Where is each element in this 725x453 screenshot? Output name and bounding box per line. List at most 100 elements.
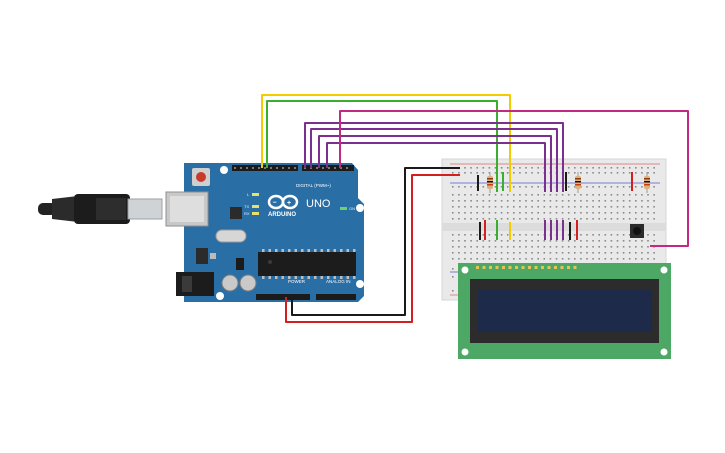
hole	[592, 206, 594, 208]
hole	[647, 172, 649, 174]
hole	[464, 186, 466, 188]
hole	[561, 218, 564, 220]
hole	[513, 186, 515, 188]
hole	[537, 240, 539, 242]
hole	[543, 206, 546, 208]
wire-purple-2[interactable]	[310, 128, 558, 192]
hole	[653, 252, 655, 254]
hole	[574, 167, 576, 169]
hole	[635, 258, 637, 260]
hole	[500, 212, 503, 214]
hole	[610, 212, 613, 214]
hole	[500, 246, 503, 248]
hole	[592, 172, 594, 174]
hole	[470, 194, 472, 196]
resistor[interactable]	[644, 172, 650, 193]
lcd-16x2-module[interactable]	[458, 263, 671, 359]
hole	[537, 194, 539, 196]
power-jack[interactable]	[176, 272, 214, 296]
hole	[500, 200, 503, 202]
mounting-hole	[356, 280, 364, 288]
hole	[521, 266, 525, 269]
hole	[288, 276, 291, 279]
wire-green[interactable]	[266, 100, 498, 192]
hole	[452, 172, 454, 174]
resistor[interactable]	[487, 173, 493, 193]
hole	[537, 172, 539, 174]
hole	[494, 172, 497, 174]
hole	[537, 186, 539, 188]
hole	[488, 218, 491, 220]
hole	[275, 276, 278, 279]
hole	[653, 186, 655, 188]
hole	[506, 234, 509, 236]
hole	[494, 234, 497, 236]
hole	[328, 167, 330, 169]
hole	[500, 186, 503, 188]
hole	[616, 200, 619, 202]
hole	[327, 276, 330, 279]
pushbutton[interactable]	[630, 224, 644, 238]
hole	[598, 246, 600, 248]
hole	[561, 212, 564, 214]
hole	[519, 218, 521, 220]
chip-notch	[268, 260, 272, 264]
power-header[interactable]	[256, 294, 310, 300]
hole	[616, 212, 619, 214]
lcd-header-pins	[476, 266, 577, 269]
hole	[628, 218, 631, 220]
hole	[543, 252, 546, 254]
hole	[452, 200, 454, 202]
hole	[519, 194, 521, 196]
hole	[573, 266, 577, 269]
wire-magenta[interactable]	[339, 110, 689, 247]
hole	[458, 206, 460, 208]
resistor[interactable]	[575, 172, 581, 193]
hole	[647, 218, 649, 220]
hole	[307, 249, 310, 252]
hole	[488, 167, 491, 169]
led-rx	[252, 212, 259, 215]
icsp-header[interactable]	[236, 258, 244, 270]
atmega-chip	[258, 252, 356, 276]
hole	[622, 246, 625, 248]
hole	[635, 167, 637, 169]
reset-button[interactable]	[196, 172, 206, 182]
hole	[628, 206, 631, 208]
hole	[541, 266, 544, 269]
hole	[476, 252, 478, 254]
usb-strain-relief	[52, 196, 78, 222]
arduino-uno-board[interactable]: L TX RX ON − + ARDUINO UNO DIGITAL (PWM~…	[165, 163, 364, 302]
hole	[270, 167, 272, 169]
wire-red-5v[interactable]	[285, 174, 460, 323]
mounting-hole	[660, 348, 668, 356]
hole	[500, 218, 503, 220]
wire-black-gnd[interactable]	[291, 167, 460, 316]
hole	[513, 206, 515, 208]
usb-cable[interactable]	[38, 194, 163, 224]
wire-purple-3[interactable]	[318, 135, 552, 192]
analog-header[interactable]	[316, 294, 356, 300]
wire-purple-1[interactable]	[304, 122, 564, 192]
wire-purple-4[interactable]	[326, 142, 546, 192]
usb-plug-grip	[96, 198, 126, 220]
hole	[464, 206, 466, 208]
mounting-hole	[660, 266, 668, 274]
hole	[586, 246, 588, 248]
hole	[452, 258, 454, 260]
hole	[616, 186, 619, 188]
hole	[458, 212, 460, 214]
hole	[580, 200, 582, 202]
hole	[598, 258, 600, 260]
hole	[549, 206, 552, 208]
hole	[641, 172, 643, 174]
hole	[502, 266, 505, 269]
hole	[531, 212, 533, 214]
led-rx-label: RX	[244, 211, 250, 216]
hole	[470, 234, 472, 236]
mounting-hole	[216, 292, 224, 300]
hole	[488, 252, 491, 254]
hole	[580, 172, 582, 174]
hole	[635, 212, 637, 214]
